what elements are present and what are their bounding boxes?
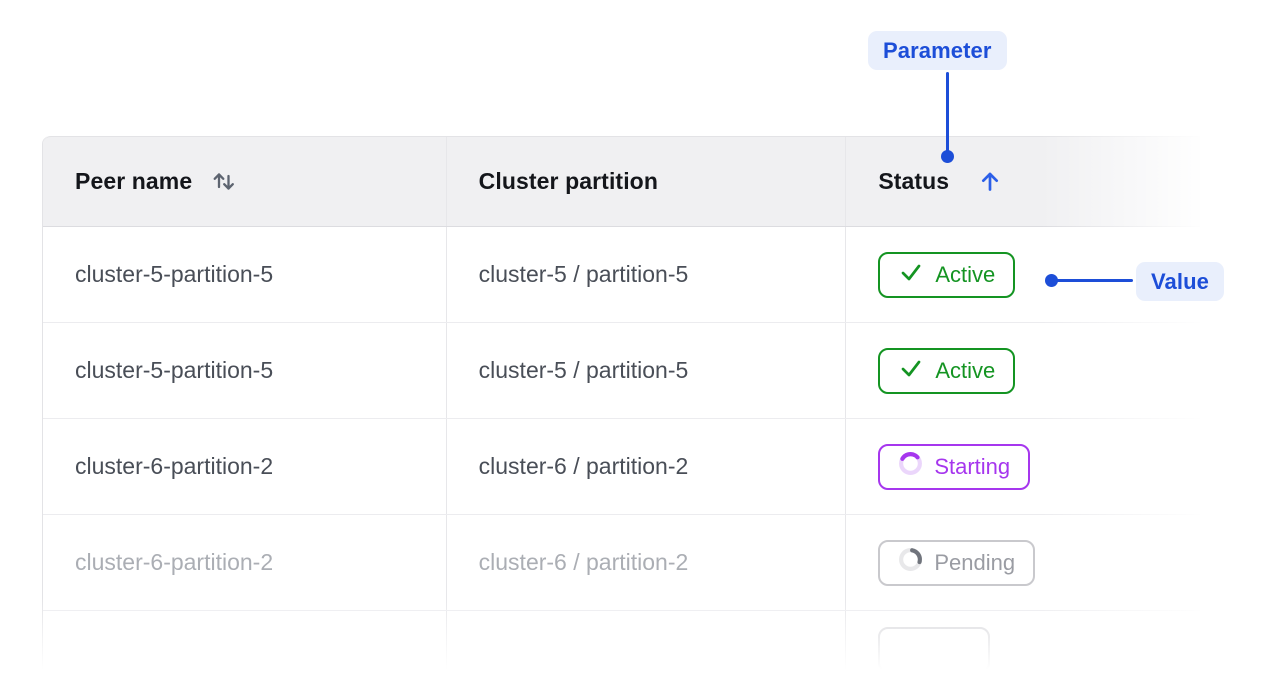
parameter-connector-line [946,72,949,152]
status-badge-ghost [878,626,991,673]
parameter-callout: Parameter [868,31,1007,70]
check-icon [898,355,924,387]
peer-table: Peer name Cluster partition Status [42,136,1200,688]
status-badge-starting: Starting [878,443,1031,490]
cell-cluster-partition [447,611,847,688]
cell-cluster-partition: cluster-5 / partition-5 [447,227,847,322]
table-header-row: Peer name Cluster partition Status [43,136,1200,227]
cell-cluster-partition: cluster-6 / partition-2 [447,419,847,514]
status-badge-label: Starting [934,453,1011,479]
cell-cluster-partition: cluster-6 / partition-2 [447,515,847,610]
status-badge-label: Active [935,357,996,383]
cell-status: Pending [846,515,1200,610]
cell-status [846,611,1200,688]
status-badge-pending: Pending [878,539,1036,586]
status-badge-active: Active [878,347,1016,394]
cell-peer-name: cluster-6-partition-2 [43,419,447,514]
column-header-status[interactable]: Status [846,137,1200,226]
parameter-connector-dot [941,150,954,163]
cell-peer-name [43,611,447,688]
status-badge-active: Active [878,251,1016,298]
cell-peer-name: cluster-5-partition-5 [43,323,447,418]
cell-peer-name: cluster-6-partition-2 [43,515,447,610]
cell-status: Active [846,227,1200,322]
cell-cluster-partition: cluster-5 / partition-5 [447,323,847,418]
sort-both-icon[interactable] [210,168,238,195]
peer-name-header-label: Peer name [75,168,193,194]
table-row: cluster-5-partition-5 cluster-5 / partit… [43,323,1200,419]
table-row: cluster-6-partition-2 cluster-6 / partit… [43,515,1200,611]
table-row: cluster-5-partition-5 cluster-5 / partit… [43,227,1200,323]
value-callout: Value [1136,262,1224,301]
check-icon [898,259,924,291]
sort-ascending-icon[interactable] [977,168,1003,195]
table-row [43,611,1200,688]
column-header-cluster-partition[interactable]: Cluster partition [447,137,847,226]
status-header-label: Status [878,168,950,194]
cell-peer-name: cluster-5-partition-5 [43,227,447,322]
cluster-partition-header-label: Cluster partition [478,168,658,194]
cell-status: Starting [846,419,1200,514]
spinner-icon [898,547,923,578]
cell-status: Active [846,323,1200,418]
value-connector-line [1053,279,1133,282]
table-row: cluster-6-partition-2 cluster-6 / partit… [43,419,1200,515]
spinner-icon [898,451,923,482]
status-badge-label: Pending [934,549,1016,575]
column-header-peer-name[interactable]: Peer name [43,137,447,226]
status-badge-label: Active [935,261,996,287]
